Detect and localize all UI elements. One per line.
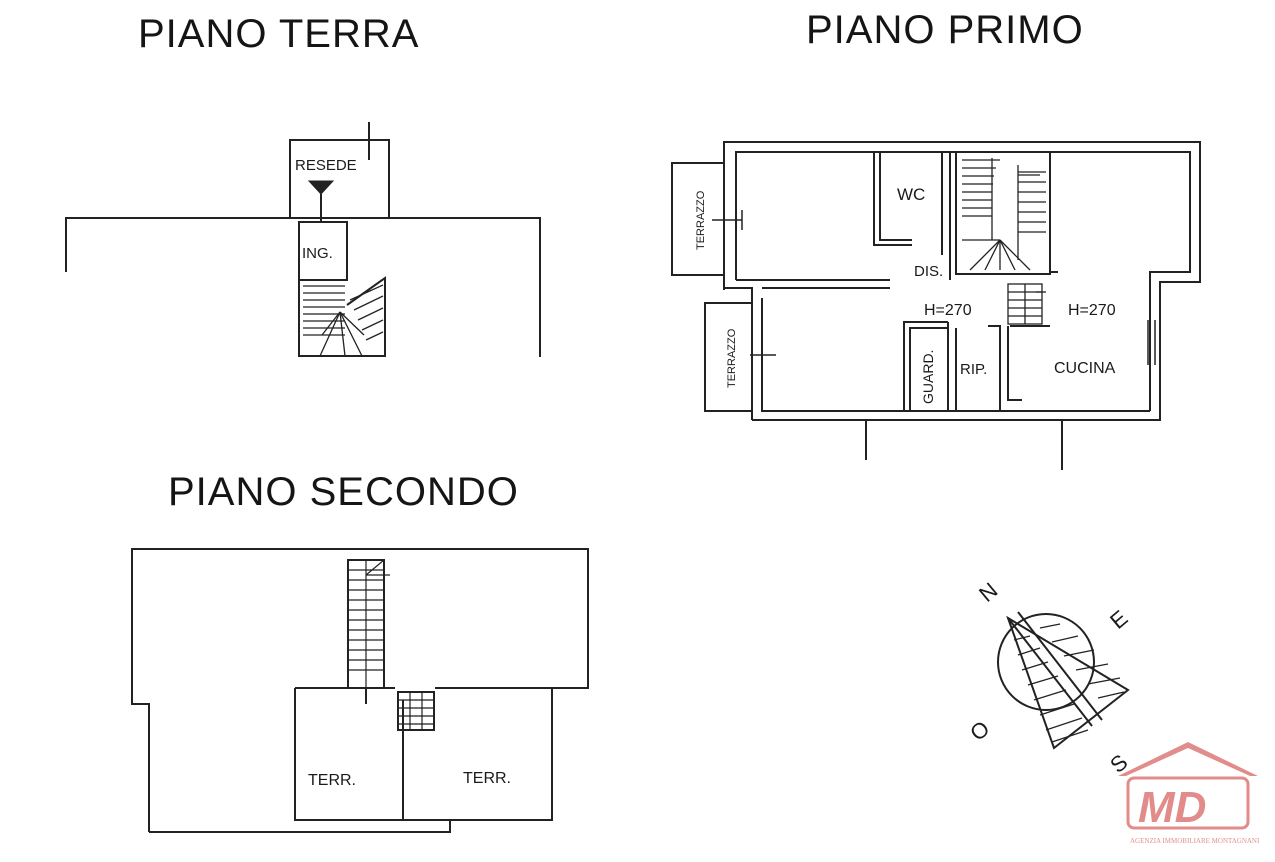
ground-floor-stairs (303, 284, 384, 357)
compass-east: E (1105, 605, 1132, 634)
label-cucina: CUCINA (1054, 360, 1116, 377)
label-ingresso: ING. (302, 245, 333, 262)
compass-north: N (974, 577, 1002, 606)
title-piano-primo: PIANO PRIMO (806, 8, 1084, 52)
label-wc: WC (897, 185, 925, 204)
compass-west: O (965, 716, 994, 746)
label-resede: RESEDE (295, 157, 357, 174)
logo-agency-name: AGENZIA IMMOBILIARE MONTAGNANI (1130, 837, 1260, 845)
first-floor-staircase (962, 158, 1046, 325)
second-floor-stairs (348, 559, 434, 730)
second-floor-plan (131, 548, 589, 833)
label-height-right: H=270 (1068, 302, 1116, 319)
label-dis: DIS. (914, 263, 943, 280)
compass-icon (997, 611, 1130, 750)
label-terrazzo-bottom: TERRAZZO (726, 328, 738, 388)
label-guard: GUARD. (920, 350, 936, 404)
agency-logo: MD AGENZIA IMMOBILIARE MONTAGNANI (1118, 742, 1260, 845)
title-piano-terra: PIANO TERRA (138, 12, 420, 56)
title-piano-secondo: PIANO SECONDO (168, 470, 519, 514)
label-terr-left: TERR. (308, 772, 356, 789)
label-terrazzo-top: TERRAZZO (695, 190, 707, 250)
ground-floor-plan (65, 122, 541, 357)
first-floor-walls (671, 141, 1201, 470)
logo-mark: MD (1138, 783, 1206, 832)
label-terr-right: TERR. (463, 770, 511, 787)
label-height-left: H=270 (924, 302, 972, 319)
label-rip: RIP. (960, 361, 987, 378)
